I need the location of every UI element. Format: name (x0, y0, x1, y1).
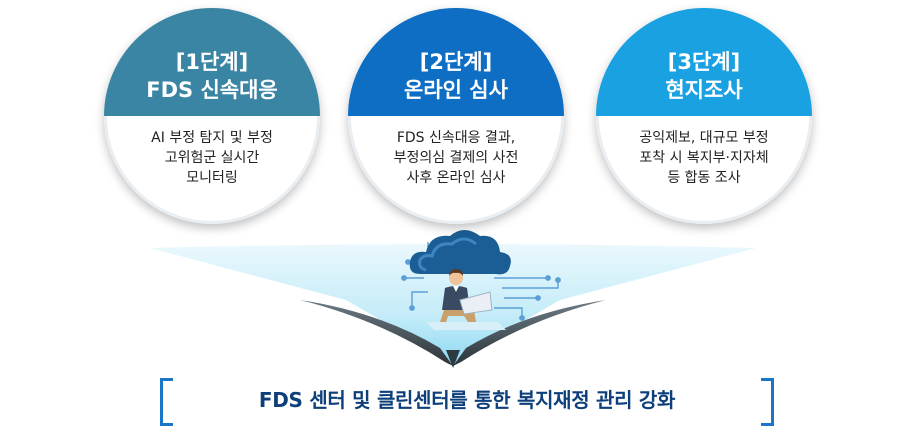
step-1-header: [1단계] FDS 신속대응 (104, 8, 320, 116)
step-3-line: 등 합동 조사 (667, 170, 741, 186)
step-1-description: AI 부정 탐지 및 부정 고위험군 실시간 모니터링 (112, 128, 312, 188)
step-3-title: 현지조사 (665, 78, 743, 102)
step-2-line: 부정의심 결제의 사전 (393, 150, 519, 166)
cloud-icon (409, 230, 511, 275)
cloud-computing-illustration (401, 230, 561, 330)
step-2-circle: [2단계] 온라인 심사 FDS 신속대응 결과, 부정의심 결제의 사전 사후… (348, 8, 564, 224)
step-2-description: FDS 신속대응 결과, 부정의심 결제의 사전 사후 온라인 심사 (356, 128, 556, 188)
step-3-level: [3단계] (667, 50, 741, 74)
step-2-level: [2단계] (419, 50, 493, 74)
step-3-description: 공익제보, 대규모 부정 포착 시 복지부·지자체 등 합동 조사 (604, 128, 804, 188)
result-banner: FDS 센터 및 클린센터를 통한 복지재정 관리 강화 (160, 374, 774, 426)
step-1-circle: [1단계] FDS 신속대응 AI 부정 탐지 및 부정 고위험군 실시간 모니… (104, 8, 320, 224)
step-1-line: 고위험군 실시간 (164, 150, 260, 166)
step-3-header: [3단계] 현지조사 (596, 8, 812, 116)
step-2-title: 온라인 심사 (404, 78, 508, 102)
step-2-header: [2단계] 온라인 심사 (348, 8, 564, 116)
person-laptop-icon (440, 269, 493, 322)
result-banner-text: FDS 센터 및 클린센터를 통한 복지재정 관리 강화 (258, 388, 676, 412)
step-2-line: 사후 온라인 심사 (406, 170, 506, 186)
right-bracket (761, 378, 774, 426)
step-3-circle: [3단계] 현지조사 공익제보, 대규모 부정 포착 시 복지부·지자체 등 합… (596, 8, 812, 224)
step-3-line: 공익제보, 대규모 부정 (639, 130, 769, 146)
step-1-line: 모니터링 (186, 170, 238, 186)
step-1-line: AI 부정 탐지 및 부정 (151, 130, 273, 146)
step-3-line: 포착 시 복지부·지자체 (639, 150, 769, 166)
left-bracket (160, 378, 173, 426)
step-1-level: [1단계] (175, 50, 249, 74)
step-1-title: FDS 신속대응 (146, 78, 278, 102)
step-2-line: FDS 신속대응 결과, (396, 130, 516, 146)
